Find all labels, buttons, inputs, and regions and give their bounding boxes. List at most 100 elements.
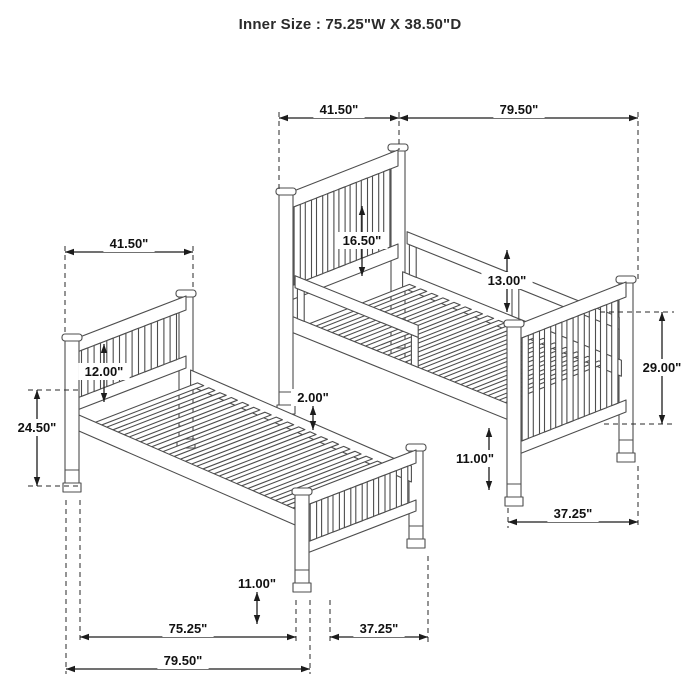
footboard-slat bbox=[532, 330, 541, 437]
footboard-slat bbox=[521, 334, 529, 442]
headboard-slat bbox=[304, 199, 313, 281]
head-post-near-foot bbox=[62, 482, 82, 493]
dim-label-bg bbox=[493, 101, 545, 118]
footboard-slat bbox=[389, 470, 397, 511]
footboard-slat bbox=[321, 496, 329, 537]
dim-arrowhead bbox=[658, 415, 666, 424]
dim-label: 75.25" bbox=[169, 621, 208, 636]
headboard-top-rail bbox=[71, 295, 187, 355]
page-title: Inner Size : 75.25"W X 38.50"D bbox=[238, 16, 462, 33]
footboard-slat bbox=[355, 483, 363, 524]
headboard-slat bbox=[327, 190, 335, 273]
head-post-near-cap bbox=[61, 333, 83, 342]
footboard-slat bbox=[343, 487, 352, 529]
dim-label: 79.50" bbox=[500, 102, 539, 117]
dim-label-bg bbox=[481, 272, 533, 289]
dim-arrowhead bbox=[419, 633, 428, 641]
dim-arrowhead bbox=[66, 665, 75, 673]
dim-label-bg bbox=[547, 505, 599, 522]
dim-arrowhead bbox=[33, 390, 41, 399]
dim-bottom-head-height: 24.50" bbox=[11, 389, 80, 487]
dim-label: 79.50" bbox=[164, 653, 203, 668]
headboard-slat bbox=[156, 317, 165, 368]
dim-arrowhead bbox=[100, 344, 108, 353]
dim-arrowhead bbox=[65, 248, 74, 256]
dim-arrowhead bbox=[358, 206, 366, 215]
dim-top-length: 79.50" bbox=[399, 101, 639, 280]
dim-label-bg bbox=[353, 620, 405, 637]
headboard-slat bbox=[293, 203, 301, 286]
footboard-slat bbox=[309, 500, 318, 542]
dim-label-bg bbox=[231, 575, 283, 592]
dim-bottom-leg-height: 11.00" bbox=[231, 575, 283, 624]
foot-post-near-foot bbox=[292, 582, 312, 593]
dim-arrowhead bbox=[399, 114, 408, 122]
dim-bottom-overall-length: 79.50" bbox=[65, 500, 311, 674]
guard-rail-support bbox=[408, 244, 417, 278]
dim-label-bg bbox=[11, 419, 63, 436]
dim-arrowhead bbox=[390, 114, 399, 122]
dim-label: 24.50" bbox=[18, 420, 57, 435]
dim-label: 13.00" bbox=[488, 273, 527, 288]
headboard-slat bbox=[315, 195, 324, 277]
top-bunk-drawing bbox=[275, 143, 637, 507]
dim-arrowhead bbox=[309, 406, 317, 415]
foot-post-near-cap bbox=[291, 487, 313, 496]
dim-top-headboard-panel: 16.50" bbox=[336, 206, 388, 276]
dim-arrowhead bbox=[80, 633, 89, 641]
foot-post-near bbox=[506, 325, 522, 498]
dim-label-bg bbox=[336, 232, 388, 249]
dim-label: 41.50" bbox=[110, 236, 149, 251]
dim-arrowhead bbox=[629, 518, 638, 526]
headboard-slat bbox=[349, 181, 357, 264]
dim-arrowhead bbox=[503, 303, 511, 312]
dim-arrowhead bbox=[658, 312, 666, 321]
dim-label: 11.00" bbox=[238, 576, 276, 591]
dim-arrowhead bbox=[508, 518, 517, 526]
dim-label-bg bbox=[162, 620, 214, 637]
dim-arrowhead bbox=[100, 393, 108, 402]
headboard-slat bbox=[383, 168, 391, 251]
dim-label-bg bbox=[313, 101, 365, 118]
dim-label: 16.50" bbox=[343, 233, 382, 248]
dim-label-bg bbox=[103, 235, 155, 252]
footboard-slat bbox=[378, 474, 386, 515]
dim-label: 2.00" bbox=[297, 390, 328, 405]
footboard-slat bbox=[588, 308, 597, 415]
dim-top-guard-height: 13.00" bbox=[481, 250, 533, 312]
dim-label-bg bbox=[291, 389, 335, 406]
dim-label: 37.25" bbox=[360, 621, 399, 636]
headboard-slat bbox=[338, 186, 346, 268]
dim-arrowhead bbox=[629, 114, 638, 122]
dim-bottom-inner-length: 75.25" bbox=[79, 500, 297, 642]
head-post-near bbox=[64, 339, 80, 484]
dim-label: 37.25" bbox=[554, 506, 593, 521]
guard-rail bbox=[294, 275, 419, 338]
dim-top-footboard-width: 37.25" bbox=[507, 466, 639, 528]
dim-arrowhead bbox=[253, 592, 261, 601]
guard-rail-support bbox=[296, 288, 305, 322]
dim-bottom-footboard-width: 37.25" bbox=[329, 556, 429, 642]
footboard-slat bbox=[400, 465, 409, 507]
dim-bottom-headboard-width: 41.50" bbox=[64, 235, 194, 334]
footboard-slat bbox=[366, 478, 375, 520]
footboard-slat bbox=[555, 321, 563, 429]
dim-label-bg bbox=[78, 363, 130, 380]
dim-arrowhead bbox=[279, 114, 288, 122]
dim-arrowhead bbox=[287, 633, 296, 641]
foot-post-far-foot bbox=[406, 538, 426, 549]
guard-rail-support bbox=[410, 334, 419, 368]
foot-post-near-foot bbox=[504, 496, 524, 507]
head-post-near bbox=[278, 193, 294, 406]
dim-label-bg bbox=[636, 359, 688, 376]
headboard-slat bbox=[131, 327, 140, 378]
headboard-slat bbox=[144, 322, 152, 373]
footboard-slat bbox=[577, 312, 585, 420]
dim-bottom-headboard-panel: 12.00" bbox=[78, 344, 130, 402]
dim-label-bg bbox=[449, 450, 501, 467]
footboard-slat bbox=[543, 326, 552, 433]
footboard-slat bbox=[566, 317, 574, 424]
headboard-slat bbox=[169, 313, 178, 363]
